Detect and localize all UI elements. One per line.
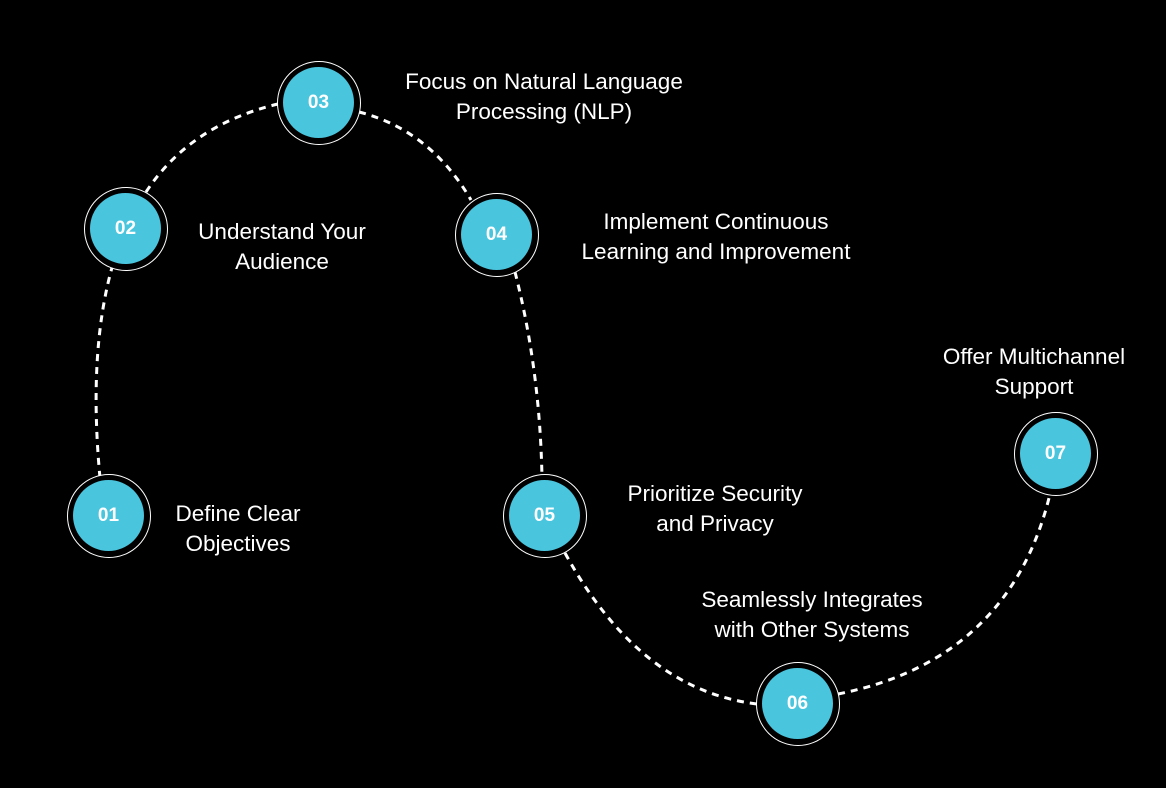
label-line: with Other Systems: [714, 617, 910, 642]
step-number: 06: [762, 668, 833, 739]
step-node-07: 07: [1014, 412, 1098, 496]
step-number: 04: [461, 199, 532, 270]
label-line: Objectives: [185, 531, 291, 556]
label-line: Define Clear: [175, 501, 301, 526]
label-line: Implement Continuous: [603, 209, 829, 234]
label-line: Learning and Improvement: [581, 239, 851, 264]
step-number: 07: [1020, 418, 1091, 489]
step-node-05: 05: [503, 474, 587, 558]
step-node-01: 01: [67, 474, 151, 558]
step-number: 02: [90, 193, 161, 264]
step-node-06: 06: [756, 662, 840, 746]
label-line: Prioritize Security: [627, 481, 803, 506]
label-line: Audience: [235, 249, 329, 274]
label-line: Understand Your: [198, 219, 366, 244]
step-label-05: Prioritize Security and Privacy: [627, 479, 802, 539]
step-label-06: Seamlessly Integrates with Other Systems: [701, 585, 922, 645]
label-line: and Privacy: [656, 511, 774, 536]
label-line: Focus on Natural Language: [405, 69, 683, 94]
step-node-03: 03: [277, 61, 361, 145]
step-number: 01: [73, 480, 144, 551]
step-number: 03: [283, 67, 354, 138]
step-node-02: 02: [84, 187, 168, 271]
label-line: Offer Multichannel: [942, 344, 1126, 369]
label-line: Support: [994, 374, 1074, 399]
step-node-04: 04: [455, 193, 539, 277]
label-line: Seamlessly Integrates: [701, 587, 923, 612]
label-line: Processing (NLP): [455, 99, 633, 124]
step-number: 05: [509, 480, 580, 551]
